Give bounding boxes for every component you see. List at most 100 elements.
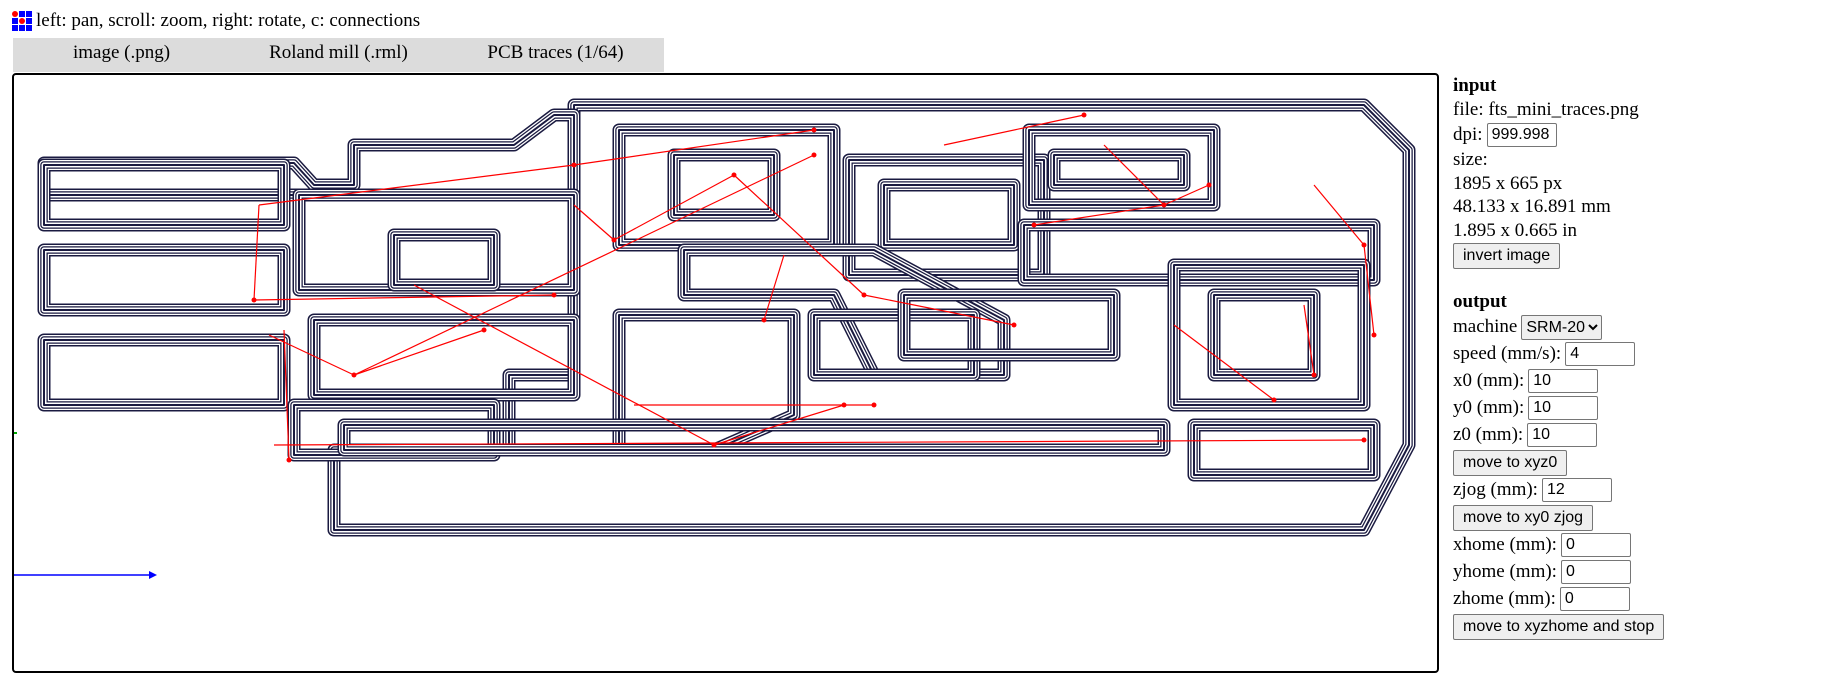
trace-contour <box>670 151 778 219</box>
yhome-label: yhome (mm): <box>1453 561 1557 583</box>
trace-contour <box>39 335 289 410</box>
trace-contour <box>295 191 578 294</box>
trace-contour <box>1173 264 1365 406</box>
connection-point <box>1081 112 1087 118</box>
tab-roland-mill[interactable]: Roland mill (.rml) <box>269 42 408 63</box>
machine-select[interactable]: SRM-20 <box>1521 314 1603 340</box>
trace-contour <box>1190 421 1378 479</box>
tab-pcb-traces[interactable]: PCB traces (1/64) <box>487 42 624 63</box>
connection-line <box>353 329 485 376</box>
trace-contour <box>391 232 497 288</box>
x0-input[interactable] <box>1528 369 1599 393</box>
trace-contour <box>387 228 501 292</box>
trace-contour <box>810 311 978 379</box>
trace-contour <box>615 126 838 249</box>
trace-contour <box>40 246 288 314</box>
connection-line <box>763 254 785 321</box>
trace-contour <box>393 234 495 286</box>
trace-contour <box>880 181 1018 249</box>
trace-contour <box>1053 154 1185 186</box>
trace-contour <box>389 230 499 290</box>
trace-contour <box>296 192 577 293</box>
trace-contour <box>39 245 289 315</box>
connection-point <box>551 292 557 298</box>
move-to-xyzhome-button[interactable]: move to xyzhome and stop <box>1453 613 1665 640</box>
view-tabs: image (.png) Roland mill (.rml) PCB trac… <box>13 38 664 72</box>
trace-contour <box>1028 129 1215 206</box>
trace-contour <box>1017 218 1381 287</box>
machine-label: machine <box>1453 316 1518 338</box>
connection-line <box>573 129 815 166</box>
connection-point <box>1011 322 1017 328</box>
xhome-input[interactable] <box>1560 533 1631 557</box>
z0-label: z0 (mm): <box>1453 424 1524 446</box>
connection-point <box>1311 372 1317 378</box>
trace-contour <box>903 294 1115 356</box>
trace-contour <box>1023 224 1375 281</box>
trace-contour <box>41 112 577 198</box>
file-name: file: fts_mini_traces.png <box>1453 98 1639 120</box>
tab-image[interactable]: image (.png) <box>72 42 171 63</box>
connection-line <box>733 174 865 296</box>
connection-line <box>253 294 555 301</box>
trace-contour <box>1210 291 1318 379</box>
trace-contour <box>310 316 578 399</box>
trace-contour <box>40 336 288 409</box>
size-in: 1.895 x 0.665 in <box>1453 219 1578 241</box>
trace-contour <box>309 315 579 400</box>
zjog-input[interactable] <box>1541 478 1612 502</box>
trace-contour <box>298 194 575 291</box>
toolpath-canvas[interactable] <box>12 73 1439 673</box>
connection-line <box>273 439 1365 446</box>
trace-contour <box>307 313 581 402</box>
output-heading: output <box>1453 291 1507 312</box>
logo-icon <box>12 11 32 31</box>
size-label: size: <box>1453 149 1488 170</box>
connection-point <box>1371 332 1377 338</box>
trace-contour <box>669 150 779 220</box>
trace-contour <box>614 125 839 250</box>
invert-image-button[interactable]: invert image <box>1453 243 1561 269</box>
trace-contour <box>43 339 285 406</box>
zjog-label: zjog (mm): <box>1453 479 1538 501</box>
trace-contour <box>809 310 979 380</box>
trace-contour <box>877 178 1021 252</box>
trace-contour <box>1207 288 1321 382</box>
yhome-input[interactable] <box>1560 560 1631 584</box>
connection-line <box>1313 184 1365 246</box>
move-to-xy0-zjog-button[interactable]: move to xy0 zjog <box>1453 504 1594 531</box>
size-mm: 48.133 x 16.891 mm <box>1453 196 1611 217</box>
zhome-input[interactable] <box>1559 587 1630 611</box>
connection-line <box>1033 204 1165 226</box>
move-to-xyz0-button[interactable]: move to xyz0 <box>1453 449 1568 476</box>
hint-text: left: pan, scroll: zoom, right: rotate, … <box>36 10 421 31</box>
trace-contour <box>1020 221 1378 284</box>
trace-contour <box>671 152 777 218</box>
trace-contour <box>43 249 285 311</box>
trace-contour <box>294 190 579 295</box>
x-axis-arrow-icon <box>149 571 157 579</box>
connection-line <box>283 329 290 461</box>
trace-contour <box>1019 220 1379 285</box>
trace-contour <box>1021 222 1377 283</box>
connection-line <box>713 404 845 446</box>
connection-point <box>286 457 292 463</box>
speed-label: speed (mm/s): <box>1453 343 1562 365</box>
y0-label: y0 (mm): <box>1453 397 1525 419</box>
trace-contour <box>807 308 981 382</box>
connection-point <box>811 152 817 158</box>
dpi-input[interactable] <box>1486 122 1557 147</box>
trace-contour <box>37 243 291 317</box>
size-px: 1895 x 665 px <box>1453 172 1563 194</box>
trace-contour <box>618 129 835 246</box>
y0-input[interactable] <box>1528 396 1599 420</box>
connection-line <box>613 174 735 241</box>
trace-contour <box>292 188 581 297</box>
connection-line <box>1163 184 1210 206</box>
trace-contour <box>1211 292 1317 378</box>
x0-label: x0 (mm): <box>1453 370 1525 392</box>
z0-input[interactable] <box>1527 423 1598 447</box>
speed-input[interactable] <box>1565 342 1636 366</box>
connection-line <box>1303 304 1315 376</box>
trace-contour <box>879 180 1019 250</box>
